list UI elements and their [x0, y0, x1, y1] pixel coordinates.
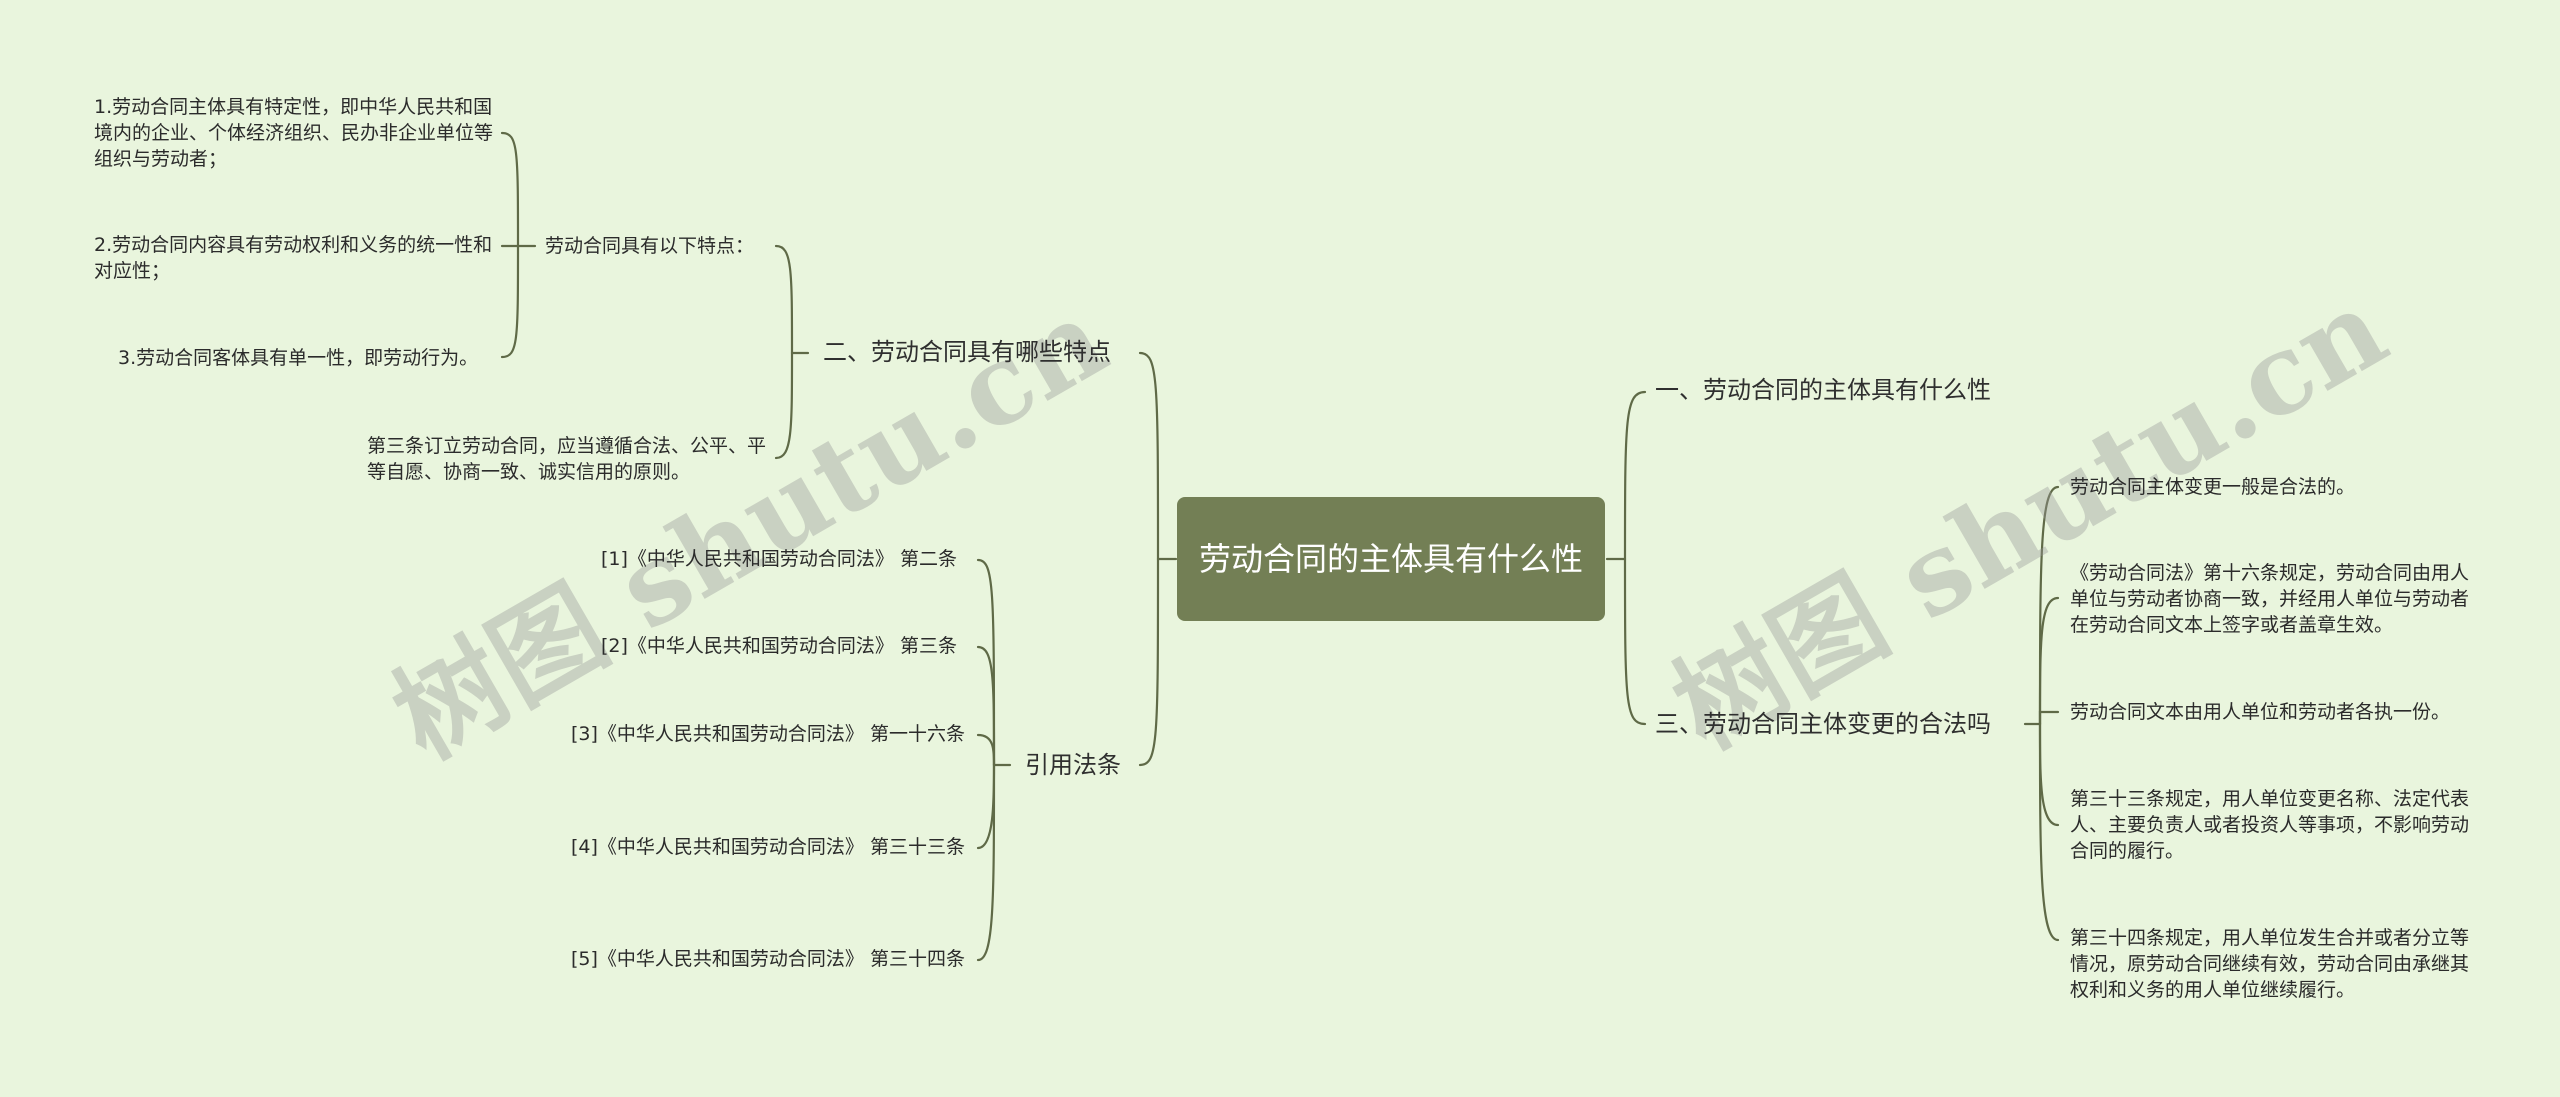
law-ref-1: [1]《中华人民共和国劳动合同法》 第二条 [601, 548, 957, 570]
change-leaf-2: 《劳动合同法》第十六条规定，劳动合同由用人单位与劳动者协商一致，并经用人单位与劳… [2070, 562, 2470, 636]
law-ref-3: [3]《中华人民共和国劳动合同法》 第一十六条 [571, 723, 965, 745]
branch-features[interactable]: 二、劳动合同具有哪些特点 [823, 338, 1111, 366]
branch-subject-nature[interactable]: 一、劳动合同的主体具有什么性 [1655, 376, 1991, 404]
branch-subject-change[interactable]: 三、劳动合同主体变更的合法吗 [1655, 710, 1991, 738]
change-leaf-3: 劳动合同文本由用人单位和劳动者各执一份。 [2070, 701, 2451, 723]
law-ref-5: [5]《中华人民共和国劳动合同法》 第三十四条 [571, 948, 965, 970]
features-intro: 劳动合同具有以下特点： [545, 235, 755, 257]
feature-2: 2.劳动合同内容具有劳动权利和义务的统一性和对应性； [94, 234, 493, 282]
feature-1: 1.劳动合同主体具有特定性，即中华人民共和国境内的企业、个体经济组织、民办非企业… [94, 96, 494, 170]
change-leaf-1: 劳动合同主体变更一般是合法的。 [2070, 476, 2356, 498]
article-3-text: 第三条订立劳动合同，应当遵循合法、公平、平等自愿、协商一致、诚实信用的原则。 [367, 435, 767, 483]
change-leaf-5: 第三十四条规定，用人单位发生合并或者分立等情况，原劳动合同继续有效，劳动合同由承… [2070, 927, 2470, 1001]
feature-3: 3.劳动合同客体具有单一性，即劳动行为。 [118, 347, 479, 369]
root-node[interactable]: 劳动合同的主体具有什么性 [1177, 497, 1605, 621]
change-leaf-4: 第三十三条规定，用人单位变更名称、法定代表人、主要负责人或者投资人等事项，不影响… [2070, 788, 2470, 862]
law-ref-4: [4]《中华人民共和国劳动合同法》 第三十三条 [571, 836, 965, 858]
law-ref-2: [2]《中华人民共和国劳动合同法》 第三条 [601, 635, 957, 657]
root-label: 劳动合同的主体具有什么性 [1198, 540, 1583, 578]
branch-cited-laws[interactable]: 引用法条 [1025, 751, 1121, 779]
